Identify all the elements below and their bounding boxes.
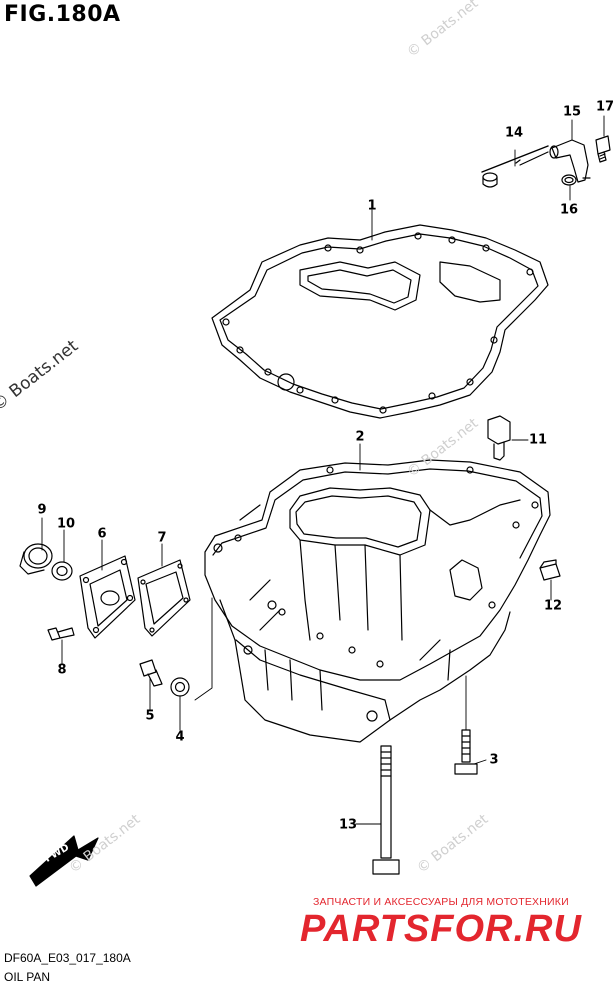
- callout-3: 3: [489, 752, 499, 768]
- washer-part-4: [170, 677, 190, 697]
- leader-lines: [41, 115, 605, 825]
- callout-1: 1: [367, 198, 377, 214]
- bolt-part-17: [595, 135, 611, 163]
- callout-17: 17: [595, 99, 614, 115]
- fwd-arrow-icon: [29, 835, 99, 887]
- callout-7: 7: [157, 530, 167, 546]
- bolt-part-8: [47, 627, 75, 641]
- callout-6: 6: [97, 526, 107, 542]
- reference-code: DF60A_E03_017_180A: [4, 951, 131, 965]
- callout-2: 2: [355, 429, 365, 445]
- cover-plate-part-6: [79, 555, 136, 639]
- washer-part-10: [51, 561, 73, 581]
- bolt-part-13: [372, 745, 400, 875]
- figure-title: FIG.180A: [4, 2, 121, 27]
- bolt-part-3: [454, 729, 478, 775]
- oil-pan-part-2: [204, 459, 551, 743]
- callout-4: 4: [175, 729, 185, 745]
- shop-logo: PARTSFOR.RU: [300, 908, 582, 950]
- gasket-part-7: [137, 559, 191, 637]
- bolt-part-11: [487, 415, 511, 461]
- dipstick-guide-part-15: [549, 139, 591, 183]
- callout-13: 13: [338, 817, 358, 833]
- plug-part-12: [539, 559, 561, 581]
- callout-9: 9: [37, 502, 47, 518]
- callout-12: 12: [543, 598, 563, 614]
- shop-tagline: ЗАПЧАСТИ И АКСЕССУАРЫ ДЛЯ МОТОТЕХНИКИ: [313, 896, 569, 908]
- callout-16: 16: [559, 202, 579, 218]
- callout-5: 5: [145, 708, 155, 724]
- gasket-part-1: [211, 224, 549, 419]
- callout-8: 8: [57, 662, 67, 678]
- drain-plug-part-9: [19, 543, 53, 575]
- o-ring-part-16: [561, 174, 577, 186]
- callout-10: 10: [56, 516, 76, 532]
- callout-11: 11: [528, 432, 548, 448]
- callout-15: 15: [562, 104, 582, 120]
- bolt-part-5: [139, 659, 163, 687]
- diagram-caption: OIL PAN: [4, 970, 51, 984]
- callout-14: 14: [504, 125, 524, 141]
